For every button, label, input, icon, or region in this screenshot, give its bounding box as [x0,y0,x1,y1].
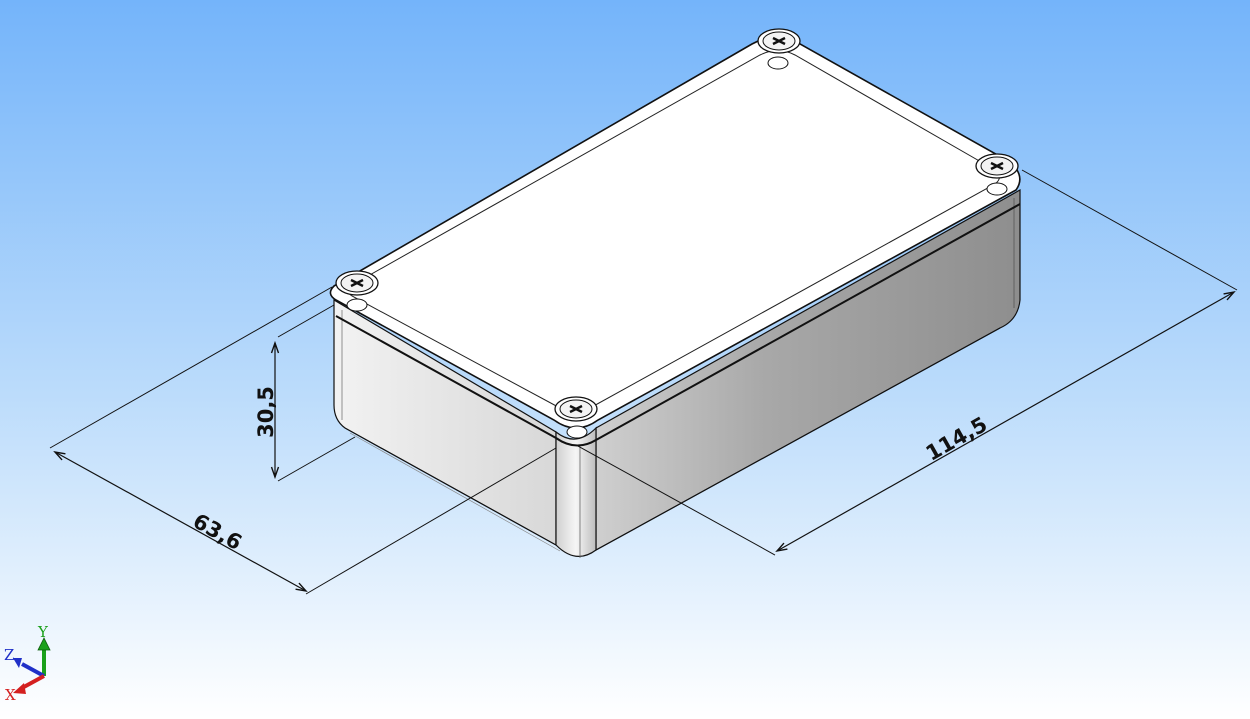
extension-line [305,447,557,595]
extension-line [49,286,333,449]
y-axis-arrowhead [37,637,51,651]
triad-x-label: X [5,686,16,704]
triad-z-label: Z [4,646,14,664]
x-axis-arrowhead [13,683,26,694]
triad-y-label: Y [37,623,49,641]
reference-triad[interactable]: Y Z X [4,623,51,704]
screw-top[interactable] [757,28,801,54]
mounting-hole [986,182,1008,196]
mounting-hole [566,425,588,439]
dimension-line [777,292,1234,551]
enclosure-front-corner [555,426,597,557]
x-axis-arrow [21,674,45,690]
z-axis-arrow [21,662,45,678]
extension-line [577,445,776,556]
extension-line [277,304,335,338]
extension-line [1021,169,1238,291]
lid-seam [335,203,1021,447]
screw-right[interactable] [975,153,1019,179]
z-axis-arrowhead [13,658,22,668]
screw-front[interactable] [554,396,598,422]
mounting-hole [346,298,368,312]
mounting-hole [767,56,789,70]
dimension-height-label: 30,5 [254,386,278,438]
dimension-line [55,452,306,591]
screw-left[interactable] [335,270,379,296]
